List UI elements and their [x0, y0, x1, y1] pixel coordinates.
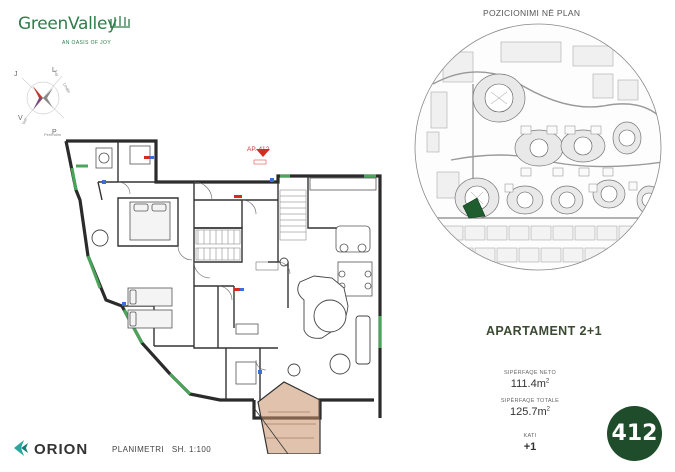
net-area-label: SIPËRFAQE NETO: [503, 370, 557, 376]
compass-label-j: J: [14, 71, 18, 78]
apartment-number-badge: 412: [607, 406, 662, 461]
company-name: ORION: [34, 441, 89, 458]
compass-word-veri: Veri: [21, 117, 29, 126]
crown-icon: [110, 16, 130, 28]
plan-scale-label: PLANIMETRI SH. 1:100: [112, 445, 212, 454]
apartment-floor-plan: [64, 139, 382, 454]
compass-label-l: L: [52, 67, 56, 74]
compass-rose-icon: L V P J Lindje Veri Perëndim Jug: [14, 67, 72, 137]
site-position-map: [414, 23, 662, 271]
compass-word-jug: Jug: [53, 69, 60, 77]
floor-value: +1: [523, 441, 537, 453]
brand-logo-text: GreenValley: [18, 14, 117, 34]
apartment-title: APARTAMENT 2+1: [486, 324, 602, 338]
compass-word-perendim: Perëndim: [44, 132, 62, 137]
total-area-label: SIPËRFAQE TOTALE: [500, 398, 560, 404]
net-area-value: 111.4m2: [510, 378, 550, 390]
compass-label-p: P: [52, 129, 57, 136]
compass-label-v: V: [18, 115, 23, 122]
total-area-value: 125.7m2: [509, 406, 551, 418]
orion-logo-icon: [14, 440, 28, 456]
site-map-title: POZICIONIMI NË PLAN: [483, 8, 581, 18]
unit-marker-label: AP. 412: [247, 146, 270, 153]
floor-label: KATI: [523, 433, 537, 439]
brand-tagline: AN OASIS OF JOY: [62, 40, 112, 46]
compass-word-lindje: Lindje: [62, 82, 72, 94]
